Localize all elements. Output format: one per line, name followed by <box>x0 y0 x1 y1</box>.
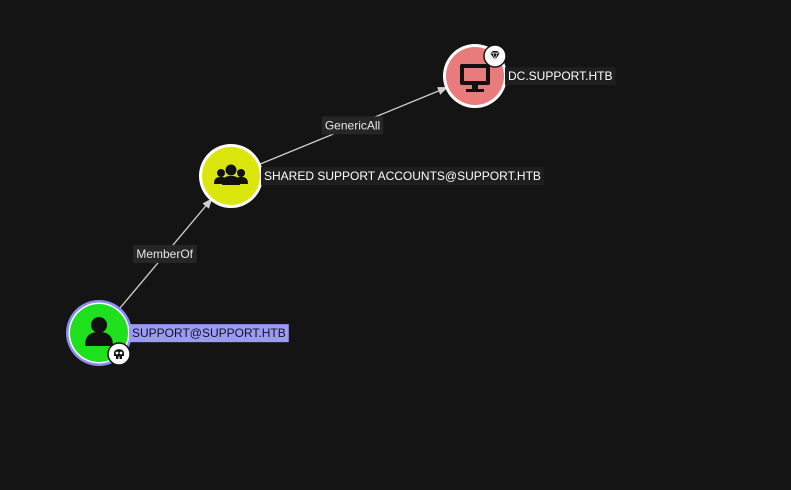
gem-icon <box>483 44 507 68</box>
edge-genericall[interactable]: GenericAll <box>257 86 449 166</box>
node-label-bg <box>129 324 289 343</box>
nodes-layer: SUPPORT@SUPPORT.HTB SHARED SUPPORT ACCOUN… <box>66 44 616 366</box>
skull-icon <box>107 342 131 366</box>
node-label-box: DC.SUPPORT.HTB <box>505 67 616 86</box>
node-label: DC.SUPPORT.HTB <box>508 69 612 83</box>
node-label-bg <box>261 167 544 186</box>
node-support[interactable]: SUPPORT@SUPPORT.HTB <box>66 300 289 366</box>
node-label: SHARED SUPPORT ACCOUNTS@SUPPORT.HTB <box>264 169 541 183</box>
edge-memberof[interactable]: MemberOf <box>117 198 213 312</box>
edge-label-box: MemberOf <box>133 245 197 264</box>
edge-label-box: GenericAll <box>321 116 384 135</box>
node-dc[interactable]: DC.SUPPORT.HTB <box>443 44 616 108</box>
node-shared-support[interactable]: SHARED SUPPORT ACCOUNTS@SUPPORT.HTB <box>199 144 544 208</box>
edge-label: MemberOf <box>136 247 193 261</box>
edge-label-bg <box>133 245 197 264</box>
node-label-bg <box>505 67 616 86</box>
edges-layer: MemberOf GenericAll <box>117 86 449 312</box>
edge-label: GenericAll <box>325 118 380 132</box>
node-label-box: SUPPORT@SUPPORT.HTB <box>129 324 289 343</box>
edge-label-bg <box>321 116 384 135</box>
node-label-box: SHARED SUPPORT ACCOUNTS@SUPPORT.HTB <box>261 167 544 186</box>
node-label: SUPPORT@SUPPORT.HTB <box>132 326 286 340</box>
